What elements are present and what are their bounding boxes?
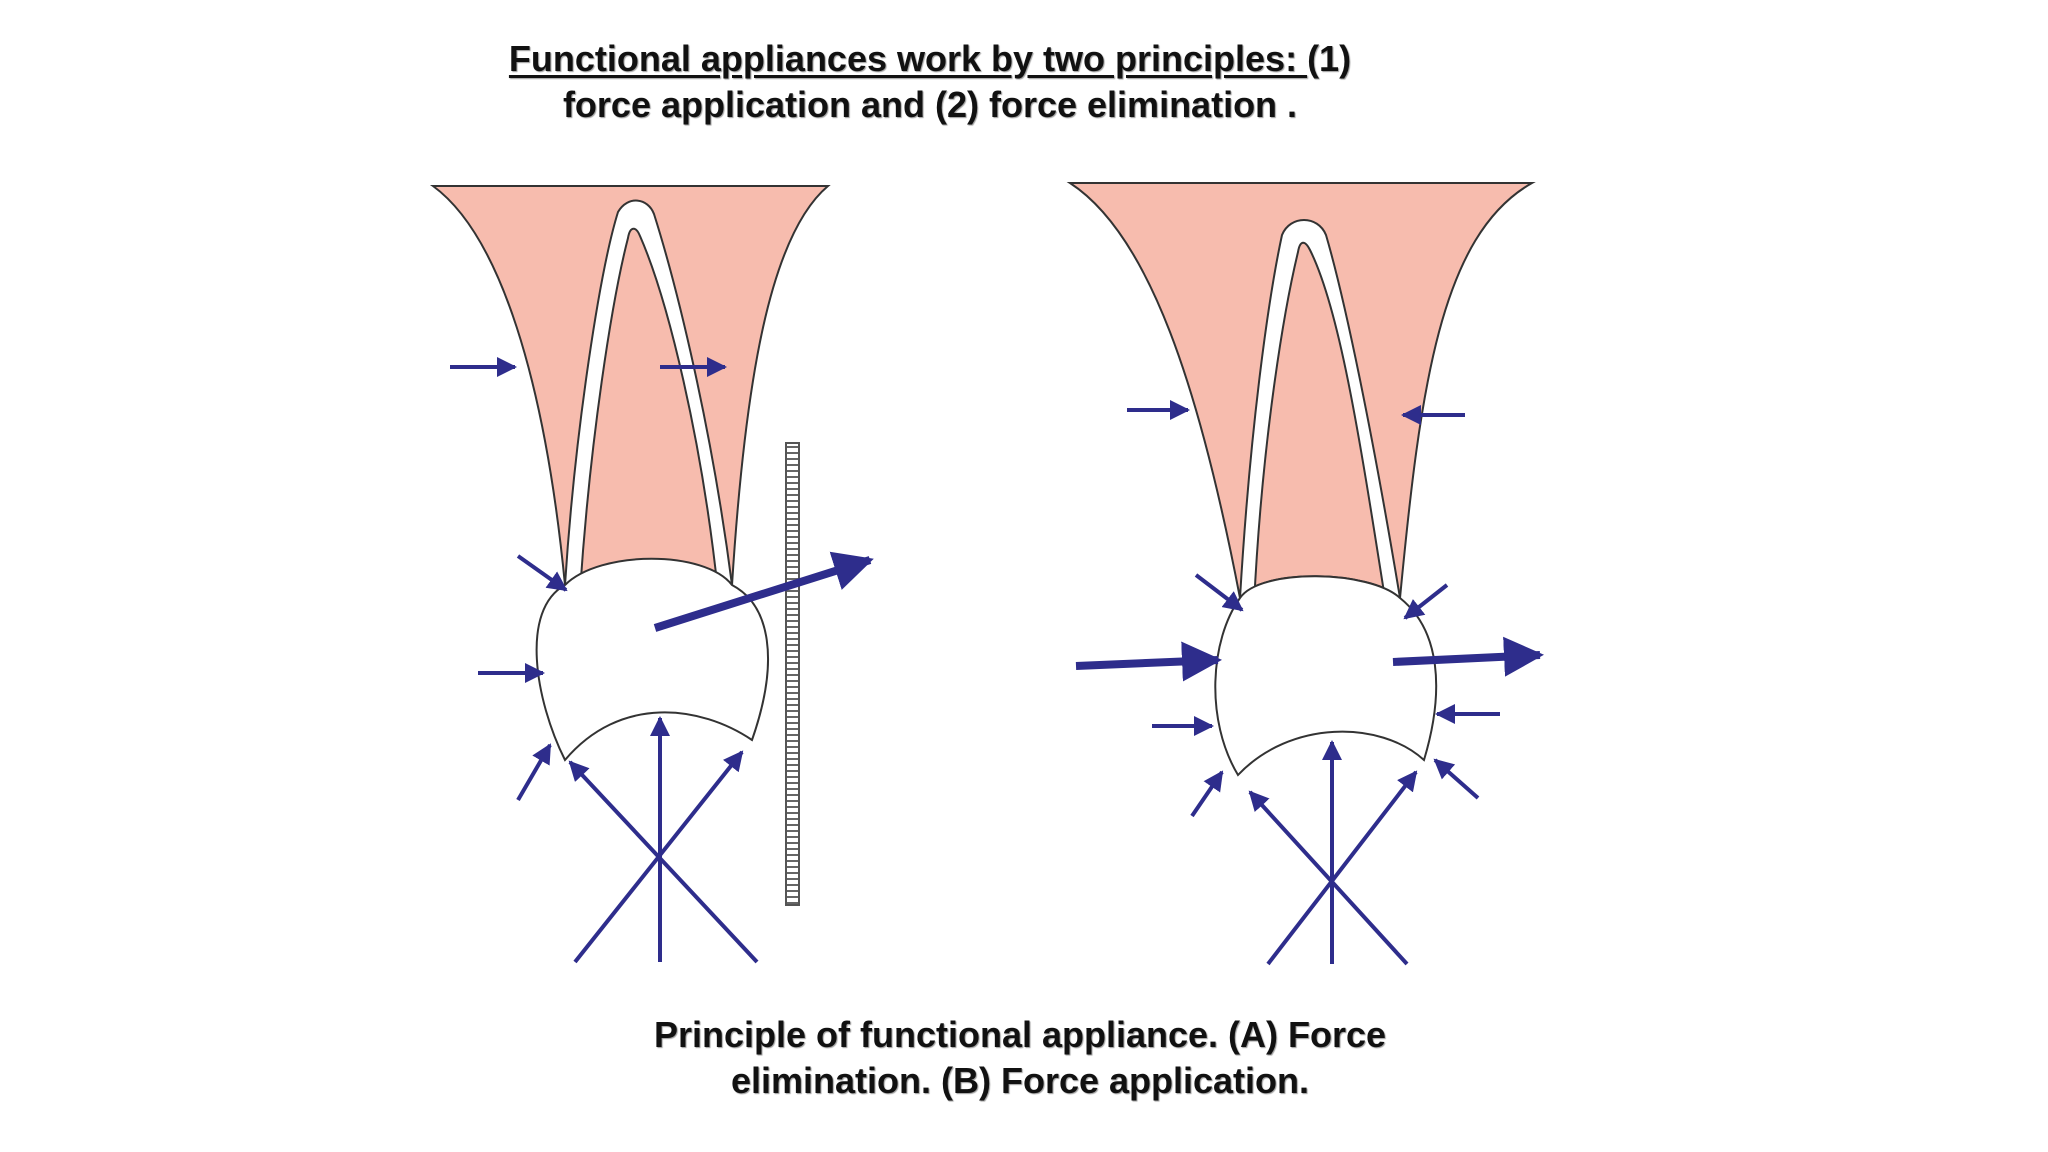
arrow-icon	[653, 551, 874, 632]
caption-line-2: elimination. (B) Force application.	[730, 1060, 1310, 1101]
force-arrows-b	[1075, 400, 1544, 966]
heading-line-1-rest: (1)	[1307, 38, 1352, 79]
arrow-icon	[1190, 770, 1224, 818]
slide-heading: Functional appliances work by two princi…	[380, 36, 1480, 128]
diagram-b-force-application	[1066, 182, 1544, 966]
caption-line-1: Principle of functional appliance. (A) F…	[653, 1014, 1387, 1055]
heading-line-2: force application and (2) force eliminat…	[562, 84, 1298, 125]
tooth-crown-a	[535, 557, 769, 762]
arrow-icon	[1266, 770, 1418, 966]
arrow-icon	[573, 750, 744, 964]
figure-caption: Principle of functional appliance. (A) F…	[520, 1012, 1520, 1104]
arrow-icon	[1433, 758, 1480, 800]
tooth-crown-b	[1214, 575, 1438, 777]
arrow-icon	[1392, 636, 1544, 677]
arrow-icon	[1194, 573, 1244, 612]
heading-line-1: Functional appliances work by two princi…	[380, 36, 1480, 82]
arrow-icon	[1403, 583, 1449, 620]
arrow-icon	[1075, 641, 1222, 682]
vestibular-shield	[785, 442, 800, 906]
force-arrows-a	[450, 357, 874, 964]
arrow-icon	[516, 554, 568, 592]
arrow-icon	[1248, 790, 1409, 966]
arrow-icon	[516, 743, 552, 802]
heading-underlined-text: Functional appliances work by two princi…	[508, 38, 1308, 79]
tissue-a	[429, 185, 831, 588]
diagram-a-force-elimination	[429, 185, 874, 964]
arrow-icon	[568, 760, 759, 964]
